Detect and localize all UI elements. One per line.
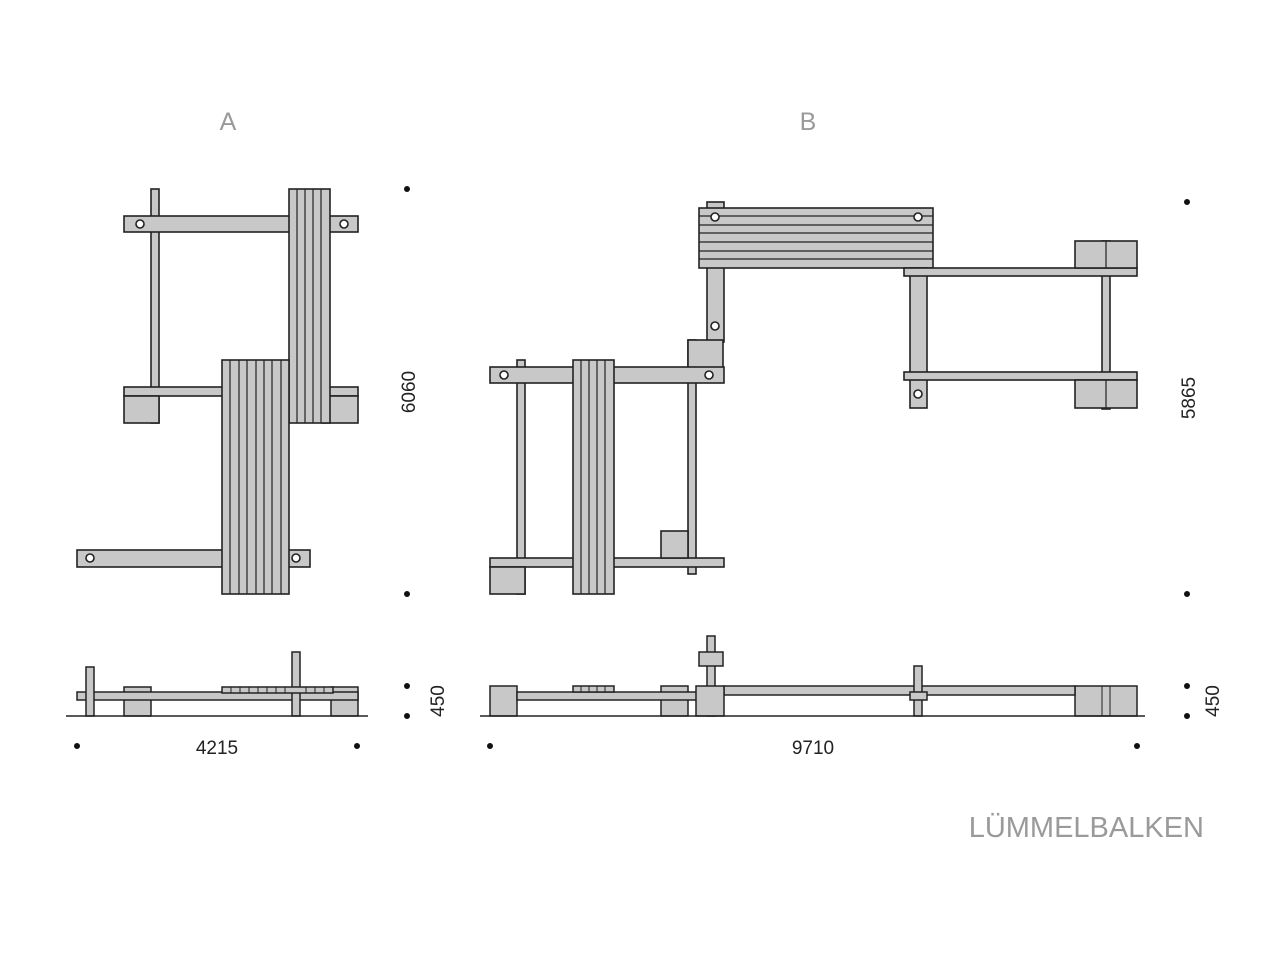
foot-block <box>687 339 724 369</box>
post <box>291 651 301 717</box>
beam <box>723 685 1076 696</box>
beam <box>903 371 1138 381</box>
variant-a-bolts <box>85 219 349 563</box>
foot-block <box>1074 685 1138 717</box>
foot-block <box>660 530 689 559</box>
variant-b-plan <box>489 201 1138 595</box>
post <box>913 665 923 717</box>
variant-b-slat-lines <box>580 215 1107 594</box>
variant-b-label: B <box>800 108 817 136</box>
bolt-icon <box>710 212 720 222</box>
slatted-deck <box>698 207 934 269</box>
variant-a-elev-slats <box>230 687 325 693</box>
post <box>85 666 95 717</box>
variant-a-width-dimension: 4215 <box>196 738 238 759</box>
variant-a-height-dimension: 450 <box>428 685 449 717</box>
bolt-icon <box>291 553 301 563</box>
bolt-icon <box>339 219 349 229</box>
beam <box>76 691 359 701</box>
slatted-deck <box>572 685 615 693</box>
bolt-icon <box>135 219 145 229</box>
connector <box>909 691 928 701</box>
beam <box>903 267 1138 277</box>
beam <box>516 691 703 701</box>
bolt-icon <box>913 389 923 399</box>
variant-a-depth-dimension: 6060 <box>399 371 420 413</box>
bolt-icon <box>913 212 923 222</box>
bolt-icon <box>710 321 720 331</box>
foot-block <box>489 566 526 595</box>
product-name: LÜMMELBALKEN <box>969 812 1204 844</box>
slatted-deck <box>572 359 615 595</box>
bolt-icon <box>85 553 95 563</box>
variant-b-height-dimension: 450 <box>1203 685 1224 717</box>
slatted-deck <box>288 188 331 424</box>
variant-a-plan <box>76 188 359 595</box>
slatted-deck <box>221 686 334 694</box>
post <box>909 267 928 409</box>
variant-b-bolts <box>499 212 923 399</box>
foot-block <box>123 395 160 424</box>
foot-block <box>660 685 689 717</box>
variant-a-elevation <box>76 651 359 717</box>
variant-a-label: A <box>220 108 237 136</box>
connector <box>698 651 724 667</box>
variant-b-elev-details <box>580 686 1111 716</box>
bolt-icon <box>704 370 714 380</box>
variant-a-slat-lines <box>229 189 322 594</box>
bolt-icon <box>499 370 509 380</box>
variant-b-width-dimension: 9710 <box>792 738 834 759</box>
variant-b-elevation <box>489 635 1138 717</box>
dimension-dots <box>74 186 1190 749</box>
variant-b-depth-dimension: 5865 <box>1179 377 1200 419</box>
foot-block <box>489 685 518 717</box>
foot-block <box>695 685 725 717</box>
